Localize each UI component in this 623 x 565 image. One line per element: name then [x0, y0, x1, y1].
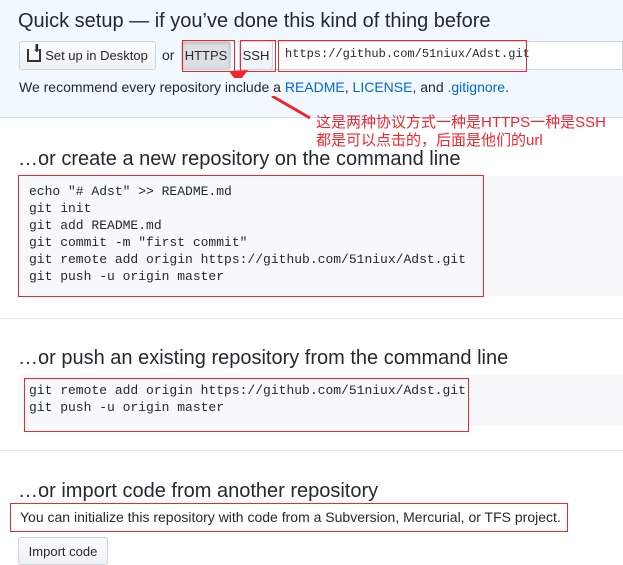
- highlight-box: [10, 503, 568, 532]
- ssh-button[interactable]: SSH: [239, 41, 273, 70]
- create-repo-title: …or create a new repository on the comma…: [18, 148, 461, 170]
- highlight-box: [278, 40, 527, 72]
- create-repo-code: echo "# Adst" >> README.md git init git …: [18, 176, 623, 296]
- readme-link[interactable]: README: [284, 79, 345, 95]
- push-repo-title: …or push an existing repository from the…: [18, 347, 509, 369]
- import-description: You can initialize this repository with …: [20, 509, 561, 525]
- clone-url-field-bg: [237, 41, 623, 70]
- divider: [0, 318, 623, 319]
- gitignore-link[interactable]: .gitignore: [447, 79, 506, 95]
- import-title: …or import code from another repository: [18, 480, 379, 502]
- setup-desktop-label: Set up in Desktop: [45, 48, 148, 63]
- quick-setup-title: Quick setup — if you’ve done this kind o…: [18, 10, 491, 32]
- annotation-arrow-head-icon: [229, 70, 248, 78]
- push-repo-code: git remote add origin https://github.com…: [18, 374, 623, 426]
- highlight-box: [24, 378, 469, 432]
- import-code-button[interactable]: Import code: [18, 537, 108, 565]
- setup-desktop-button[interactable]: ⬇ Set up in Desktop: [19, 41, 156, 70]
- license-link[interactable]: LICENSE: [352, 79, 413, 95]
- highlight-box: [18, 175, 484, 297]
- clone-url-input[interactable]: https://github.com/51niux/Adst.git: [285, 47, 530, 61]
- recommend-text: We recommend every repository include a …: [19, 79, 509, 95]
- divider: [0, 450, 623, 451]
- highlight-box: [182, 40, 235, 72]
- highlight-box: [240, 40, 276, 72]
- desktop-download-icon: ⬇: [27, 44, 41, 62]
- https-button[interactable]: HTTPS: [181, 41, 231, 70]
- annotation-arrow-tail-icon: [271, 96, 311, 120]
- or-text: or: [162, 47, 175, 63]
